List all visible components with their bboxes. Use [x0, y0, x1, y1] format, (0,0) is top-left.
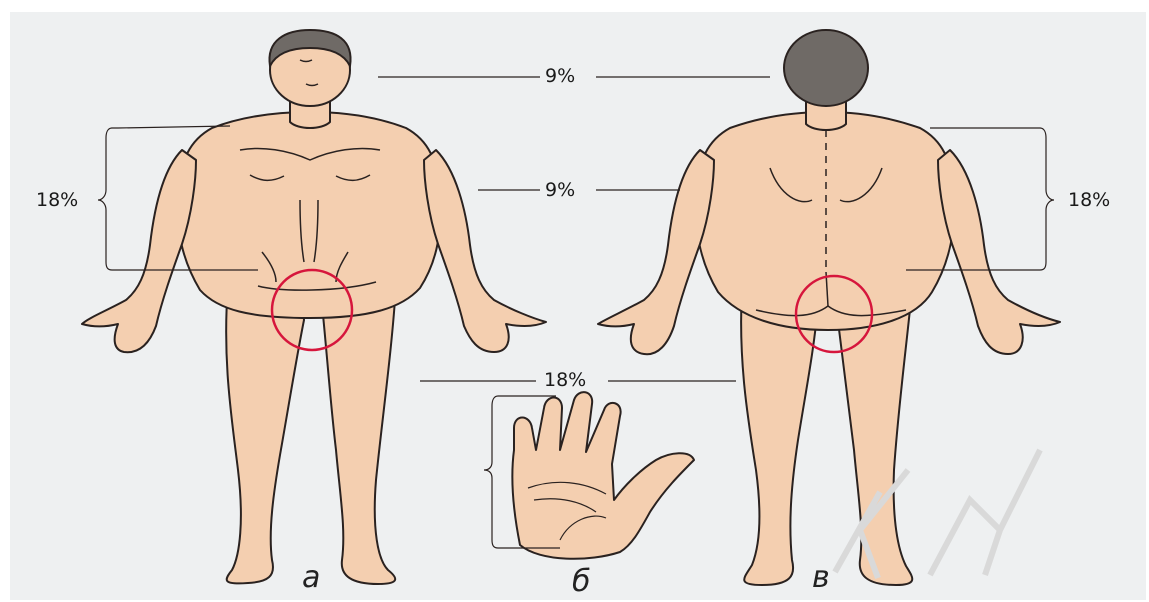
back-left-leg — [741, 290, 818, 585]
palm-bracket — [484, 396, 506, 548]
back-torso — [696, 112, 955, 330]
left-bracket — [98, 128, 118, 270]
palm-figure — [512, 392, 694, 559]
head-percent-label: 9% — [541, 66, 579, 86]
front-torso — [178, 112, 441, 318]
trunk-front-percent-label: 9% — [541, 180, 579, 200]
back-head — [784, 30, 868, 106]
palm-caption: б — [572, 564, 591, 599]
right-bracket — [1034, 128, 1054, 270]
left-bracket-percent-label: 18% — [32, 190, 82, 210]
front-body-figure — [82, 34, 546, 584]
back-right-arm — [938, 150, 1060, 354]
front-left-arm — [82, 150, 196, 352]
front-right-leg — [320, 285, 396, 584]
front-right-arm — [424, 150, 546, 352]
right-bracket-percent-label: 18% — [1064, 190, 1114, 210]
front-left-leg — [226, 285, 304, 583]
back-view-caption: в — [812, 560, 830, 595]
front-view-caption: а — [302, 560, 320, 595]
legs-percent-label: 18% — [540, 370, 590, 390]
back-left-arm — [598, 150, 714, 354]
back-right-leg — [836, 290, 912, 585]
